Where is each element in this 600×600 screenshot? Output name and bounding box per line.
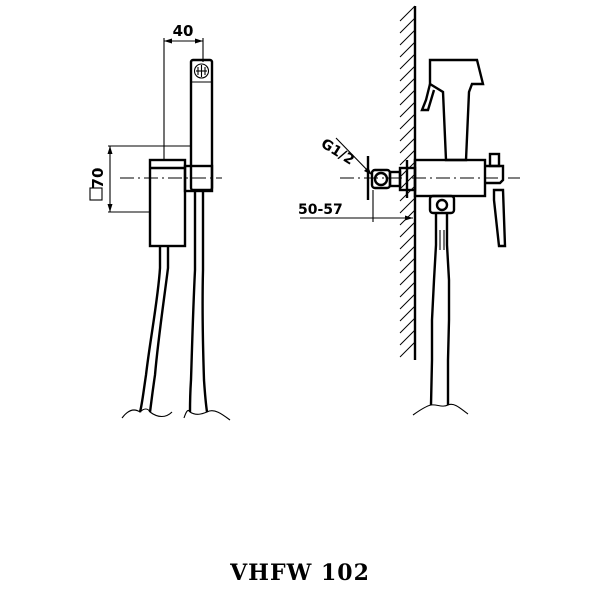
height-dimension: 70 [89, 145, 190, 213]
mixer-body [405, 152, 507, 248]
thread-label: G1/2 [318, 136, 357, 169]
square-symbol [89, 187, 103, 201]
width-dimension: 40 [163, 22, 204, 160]
wall [399, 5, 417, 360]
side-sprayer [420, 58, 485, 162]
wall-depth-dimension: 50-57 [298, 190, 413, 222]
thread-annotation: G1/2 [318, 136, 373, 176]
model-number: VHFW 102 [230, 560, 370, 586]
front-view: 40 70 [89, 22, 231, 421]
sprayer-head [189, 58, 214, 192]
side-view: G1/2 50-57 [298, 5, 520, 416]
width-dimension-label: 40 [173, 22, 194, 40]
height-dimension-label: 70 [89, 168, 107, 189]
hose [121, 191, 231, 421]
side-hose-connector [428, 194, 456, 215]
wall-depth-label: 50-57 [298, 202, 343, 218]
side-hose [412, 213, 469, 416]
